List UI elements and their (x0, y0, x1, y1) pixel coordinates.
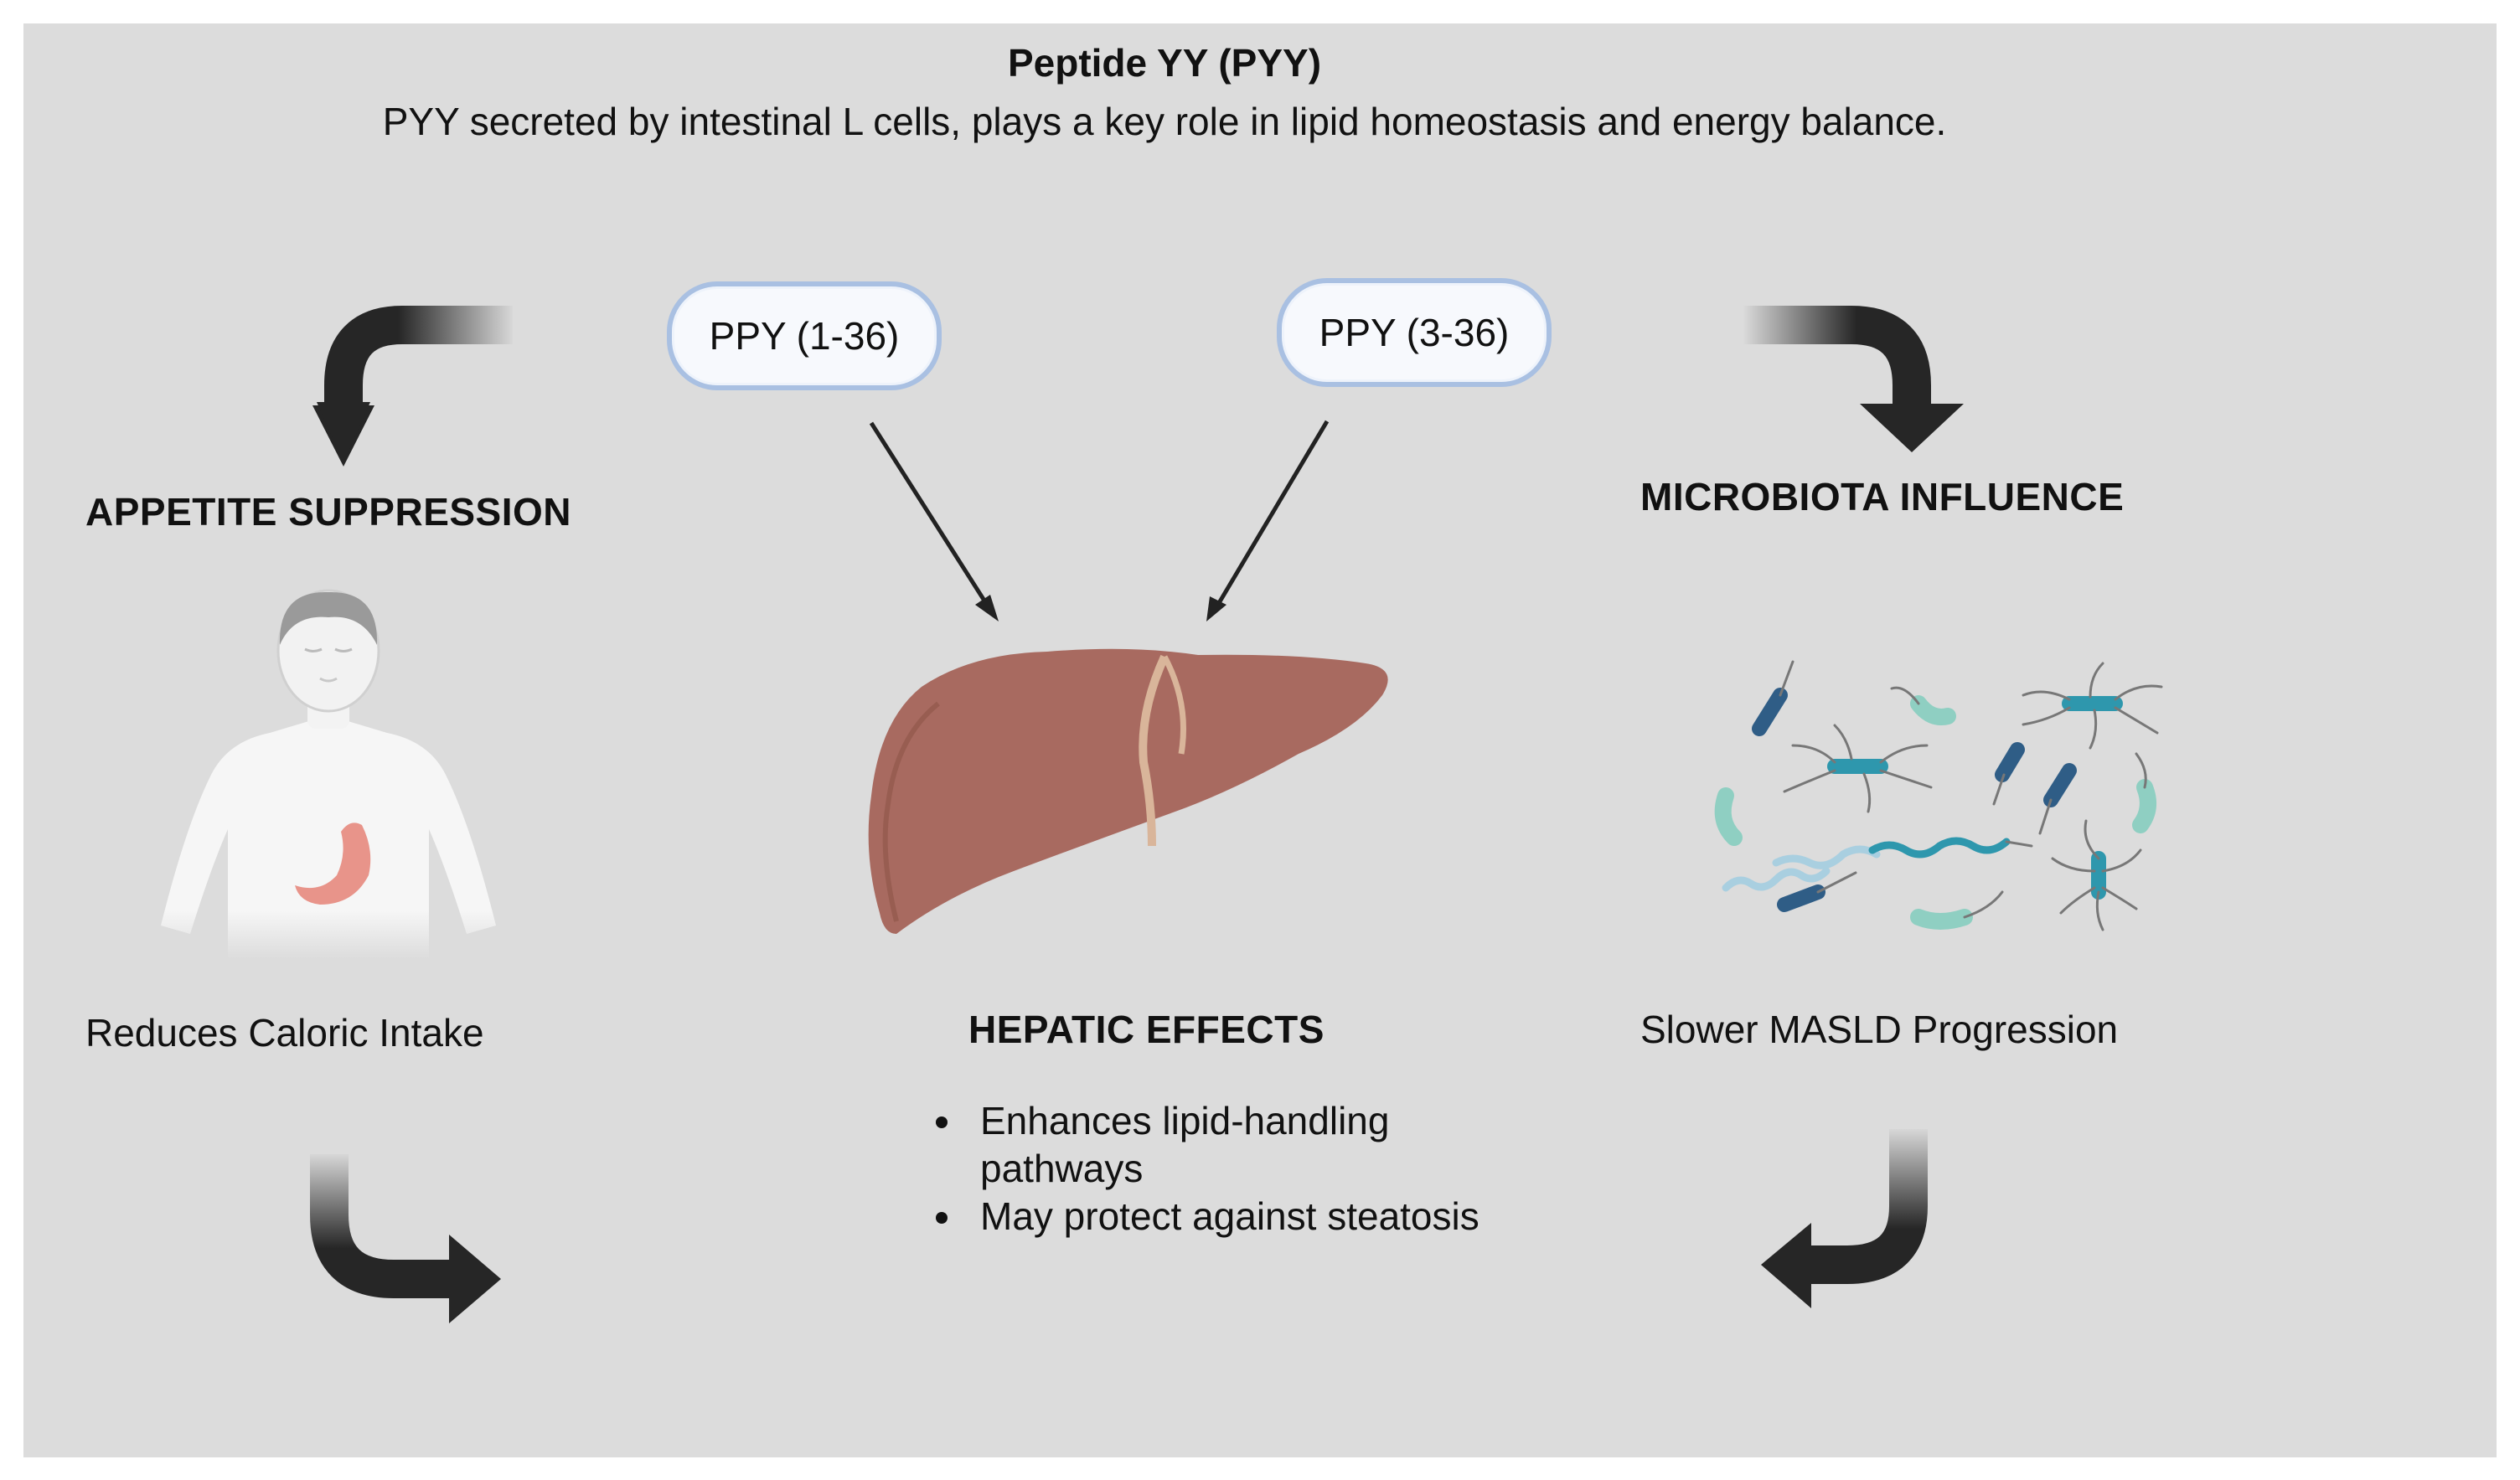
hepatic-heading: HEPATIC EFFECTS (968, 1008, 1325, 1051)
arrow-top-right-icon (1743, 306, 1964, 452)
diagram-subtitle: PYY secreted by intestinal L cells, play… (382, 100, 1947, 143)
arrow-pill-left-to-liver-icon (869, 421, 999, 621)
ppy-1-36-pill: PPY (1-36) (667, 281, 942, 390)
human-torso-stomach-icon (161, 589, 496, 959)
arrow-bottom-left-icon (310, 1154, 501, 1323)
arrow-top-left-icon (312, 306, 513, 467)
arrow-pill-right-to-liver-icon (1206, 420, 1330, 621)
arrow-bottom-right-icon (1761, 1129, 1928, 1308)
hepatic-effects-list: Enhances lipid-handling pathways May pro… (910, 1097, 1547, 1240)
ppy-3-36-pill: PPY (3-36) (1277, 278, 1552, 387)
microbiota-heading: MICROBIOTA INFLUENCE (1640, 475, 2125, 518)
microbiota-caption: Slower MASLD Progression (1640, 1008, 2119, 1051)
appetite-heading: APPETITE SUPPRESSION (85, 490, 572, 534)
bullet-lipid-handling: Enhances lipid-handling pathways (965, 1097, 1547, 1193)
liver-icon (868, 648, 1388, 934)
diagram-title: Peptide YY (PYY) (1007, 41, 1322, 85)
bacteria-cluster-icon (1714, 660, 2163, 931)
appetite-caption: Reduces Caloric Intake (85, 1011, 484, 1055)
bullet-steatosis: May protect against steatosis (965, 1193, 1547, 1240)
